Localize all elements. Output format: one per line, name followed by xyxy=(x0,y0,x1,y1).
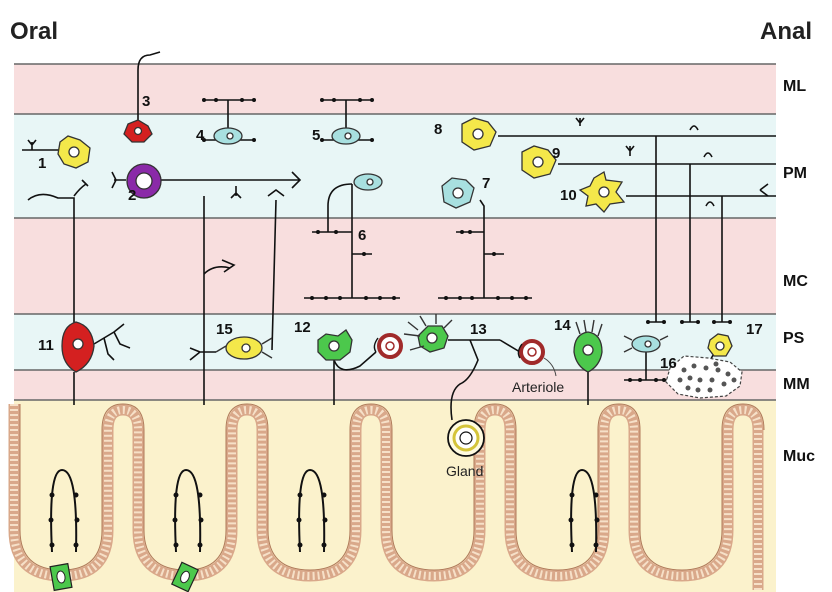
neuron-number-14: 14 xyxy=(554,317,571,334)
neuron-number-16: 16 xyxy=(660,355,677,372)
layer-band-mm xyxy=(14,370,776,400)
neuron-number-17: 17 xyxy=(746,321,763,338)
neuron-number-3: 3 xyxy=(142,93,150,110)
neuron-number-7: 7 xyxy=(482,175,490,192)
neuron-number-8: 8 xyxy=(434,121,442,138)
neuron-number-5: 5 xyxy=(312,127,320,144)
neuron-6 xyxy=(354,174,382,190)
enteroendocrine-cell-1 xyxy=(50,564,72,591)
neuron-number-13: 13 xyxy=(470,321,487,338)
neuron-number-15: 15 xyxy=(216,321,233,338)
neuron-number-4: 4 xyxy=(196,127,205,144)
neuron-number-9: 9 xyxy=(552,145,560,162)
gland xyxy=(448,420,484,456)
neuron-number-11: 11 xyxy=(38,337,54,354)
neuron-number-12: 12 xyxy=(294,319,311,336)
neuron-number-2: 2 xyxy=(128,187,136,204)
neuron-number-1: 1 xyxy=(38,155,46,172)
neuron-number-6: 6 xyxy=(358,227,366,244)
neuron-number-10: 10 xyxy=(560,187,577,204)
gland-label: Gland xyxy=(446,463,483,479)
myenteric-cluster xyxy=(666,356,742,398)
arteriole-label: Arteriole xyxy=(512,379,564,395)
neuron-4 xyxy=(214,128,242,144)
neuron-5 xyxy=(332,128,360,144)
layer-band-ml xyxy=(14,64,776,114)
